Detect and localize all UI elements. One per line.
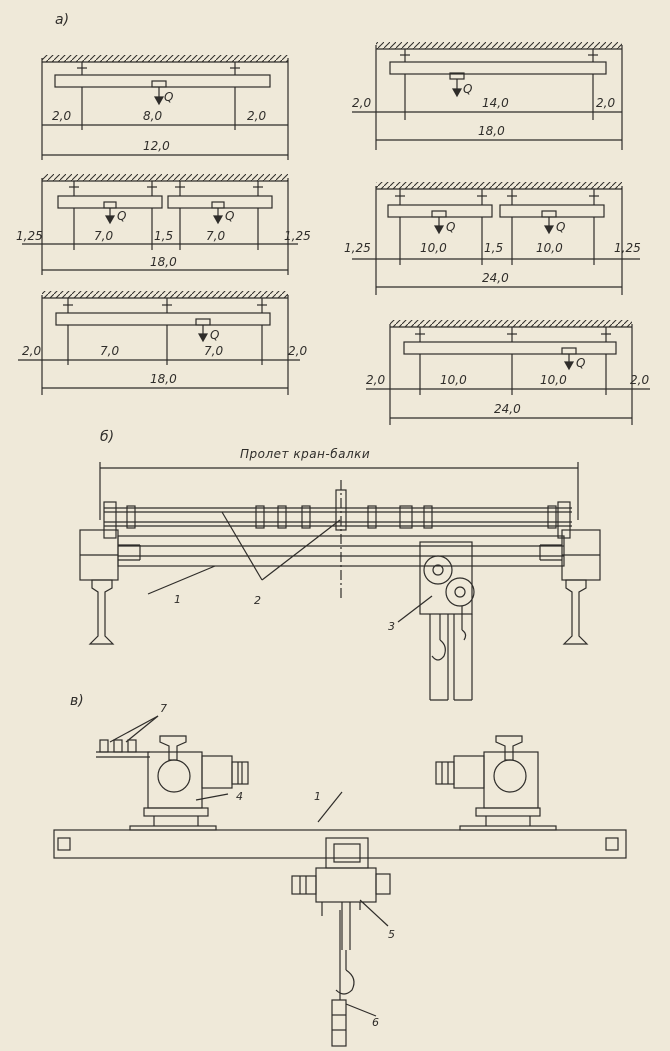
load-label: Q — [117, 209, 126, 223]
position-label: 3 — [388, 620, 395, 633]
dimension-value: 10,0 — [540, 373, 567, 387]
position-label: 2 — [254, 594, 261, 607]
dimension-value: 1,5 — [154, 229, 173, 243]
span-value: 18,0 — [150, 255, 177, 269]
electric-hoist — [315, 867, 377, 903]
dimension-value: 8,0 — [143, 109, 162, 123]
section-b-label: б) — [100, 429, 114, 445]
dimension-value: 2,0 — [596, 96, 615, 110]
load-label: Q — [576, 356, 585, 370]
pendant-control — [331, 999, 347, 1047]
span-value: 18,0 — [478, 124, 505, 138]
position-label: 7 — [160, 702, 167, 715]
main-girder — [53, 829, 627, 859]
ceiling-hatch — [42, 55, 288, 62]
dimension-value: 2,0 — [630, 373, 649, 387]
hoist-trolley — [151, 80, 167, 88]
load-label: Q — [164, 90, 173, 104]
rail-right — [562, 579, 589, 645]
dimension-value: 1,25 — [344, 241, 371, 255]
span-value: 12,0 — [143, 139, 170, 153]
diagram-span-24-continuous — [366, 320, 650, 425]
hook — [431, 639, 446, 661]
limit-switch — [99, 739, 109, 753]
electric-hoist — [419, 541, 473, 615]
dimension-value: 2,0 — [22, 344, 41, 358]
position-label: 1 — [174, 593, 181, 606]
dimension-value: 7,0 — [204, 344, 223, 358]
dimension-value: 14,0 — [482, 96, 509, 110]
dimension-value: 1,25 — [284, 229, 311, 243]
dimension-value: 1,25 — [614, 241, 641, 255]
span-value: 18,0 — [150, 372, 177, 386]
ceiling-hatch — [376, 182, 622, 189]
hoist-trolley — [325, 837, 369, 869]
ceiling-hatch — [42, 174, 288, 181]
position-label: 1 — [314, 790, 321, 803]
crane-beam — [55, 312, 271, 326]
section-a-label: а) — [55, 12, 69, 28]
section-v-label: в) — [70, 693, 84, 709]
dimension-value: 7,0 — [94, 229, 113, 243]
dimension-value: 2,0 — [288, 344, 307, 358]
diagram-span-18-continuous — [18, 291, 300, 395]
dimension-value: 10,0 — [420, 241, 447, 255]
limit-switch — [113, 739, 123, 753]
diagram-span-18-double — [22, 174, 298, 275]
span-value: 24,0 — [494, 402, 521, 416]
ceiling-hatch — [390, 320, 632, 327]
dimension-value: 2,0 — [52, 109, 71, 123]
crane-beam-assembly — [53, 715, 627, 1047]
rail-left — [88, 579, 115, 645]
hook — [335, 969, 355, 995]
dimension-value: 10,0 — [536, 241, 563, 255]
dimension-value: 7,0 — [206, 229, 225, 243]
diagram-span-24-double — [352, 182, 640, 295]
load-label: Q — [225, 209, 234, 223]
position-label: 4 — [236, 790, 243, 803]
crane-beam — [389, 61, 607, 75]
span-caption: Пролет кран-балки — [240, 447, 370, 461]
position-label: 6 — [372, 1016, 379, 1029]
span-value: 24,0 — [482, 271, 509, 285]
load-label: Q — [210, 328, 219, 342]
load-label: Q — [463, 82, 472, 96]
dimension-value: 2,0 — [366, 373, 385, 387]
position-label: 5 — [388, 928, 395, 941]
load-label: Q — [446, 220, 455, 234]
crane-beam-elevation — [79, 462, 601, 701]
crane-beam — [403, 341, 617, 355]
ceiling-hatch — [42, 291, 288, 298]
dimension-value: 1,25 — [16, 229, 43, 243]
dimension-value: 7,0 — [100, 344, 119, 358]
load-label: Q — [556, 220, 565, 234]
dimension-value: 2,0 — [247, 109, 266, 123]
diagram-span-18-single — [352, 42, 623, 150]
dimension-value: 10,0 — [440, 373, 467, 387]
dimension-value: 1,5 — [484, 241, 503, 255]
diagram-span-12 — [41, 55, 289, 160]
ceiling-hatch — [376, 42, 622, 49]
limit-switch — [127, 739, 137, 753]
dimension-value: 2,0 — [352, 96, 371, 110]
